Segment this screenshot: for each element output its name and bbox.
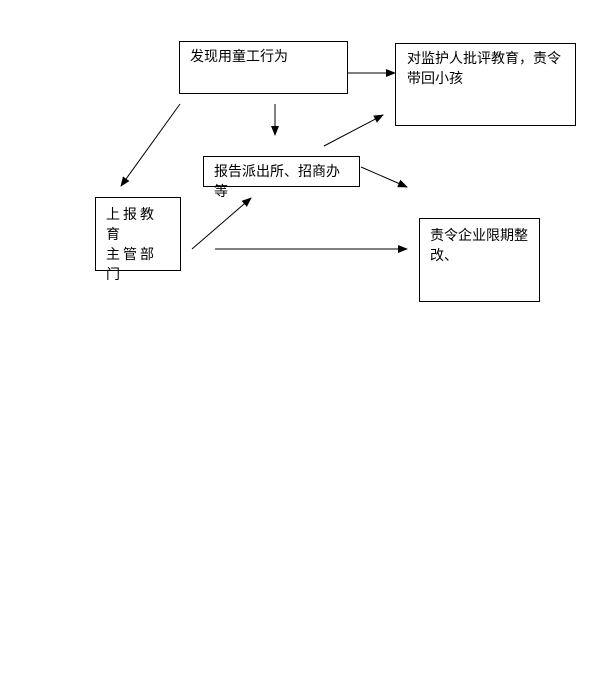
box-report-label: 报告派出所、招商办等 (214, 164, 340, 200)
box-rectify-label-line1: 责令企业限期整 (430, 228, 528, 244)
arrow-upper-to-report (191, 197, 252, 250)
arrow-report-to-rectify (360, 166, 408, 188)
box-report-education-dept: 上报教育 主管部门 (95, 197, 181, 283)
box-order-rectification: 责令企业限期整 改、 (419, 218, 540, 302)
box-report-police: 报告派出所、招商办等 (203, 156, 360, 200)
box-rectify-label-line2: 改、 (430, 248, 458, 264)
box-upper-label-line1: 上报教育 (106, 207, 157, 243)
box-criticize-guardian: 对监护人批评教育，责令 带回小孩 (395, 43, 576, 126)
arrow-report-to-criticize (323, 114, 384, 147)
box-discover-child-labor: 发现用童工行为 (179, 41, 348, 94)
box-upper-label-line2: 主管部门 (106, 247, 157, 283)
box-discover-label: 发现用童工行为 (190, 49, 288, 65)
box-criticize-label-line1: 对监护人批评教育，责令 (407, 51, 561, 67)
arrow-discover-to-upper (120, 103, 181, 187)
box-criticize-label-line2: 带回小孩 (407, 71, 463, 87)
